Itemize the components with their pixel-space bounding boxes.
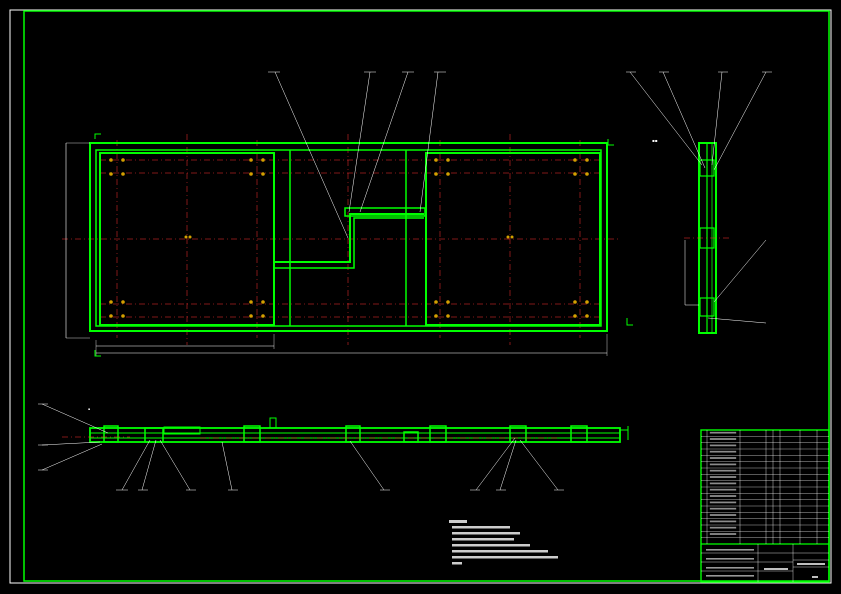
title-block [700, 429, 830, 583]
title-block-cell-text [709, 476, 737, 478]
svg-text:▪: ▪ [88, 407, 90, 411]
title-block-cell-text [709, 488, 737, 491]
title-block-cell-text [709, 526, 737, 529]
title-block-cell-text [709, 444, 737, 447]
title-block-cell-text [709, 507, 737, 510]
technical-notes [449, 520, 558, 565]
title-block-cell-text [709, 463, 737, 466]
title-block-cell-text [709, 457, 737, 459]
svg-text:▪▪: ▪▪ [652, 138, 658, 143]
title-block-cell-text [709, 431, 737, 434]
title-block-cell-text [709, 495, 737, 497]
title-block-cell-text [709, 501, 737, 504]
title-block-cell-text [709, 533, 737, 535]
outer-border [9, 9, 832, 584]
front-view: ▪ [38, 403, 629, 491]
plan-view [62, 71, 633, 357]
title-block-cell-text [709, 520, 737, 523]
title-block-cell-text [709, 469, 737, 472]
inner-border [23, 10, 830, 582]
title-block-cell-text [709, 514, 737, 516]
title-block-cell-text [709, 438, 737, 440]
bolt-holes [109, 158, 589, 318]
title-block-cell-text [709, 450, 737, 453]
side-view: ▪▪ [626, 71, 772, 334]
title-block-cell-text [709, 482, 737, 485]
